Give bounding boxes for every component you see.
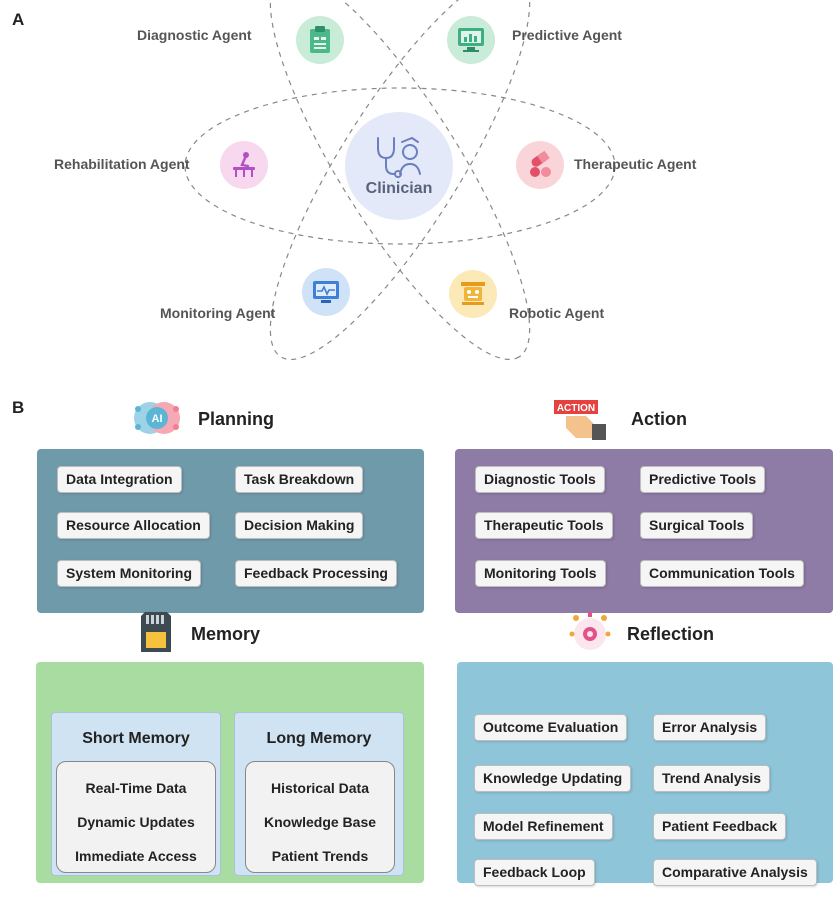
planning-item: Task Breakdown — [235, 466, 364, 493]
rehab-icon — [233, 152, 255, 177]
robotic-agent-node — [449, 270, 497, 318]
pills-icon — [530, 150, 551, 177]
monitoring-agent-label: Monitoring Agent — [160, 305, 276, 321]
long-memory-list: Historical Data Knowledge Base Patient T… — [245, 761, 395, 873]
action-item: Diagnostic Tools — [475, 466, 605, 493]
action-box: Diagnostic Tools Predictive Tools Therap… — [455, 449, 833, 613]
orbit-ellipse-horizontal — [184, 87, 616, 245]
planning-item: Feedback Processing — [235, 560, 397, 587]
long-memory-panel: Long Memory Historical Data Knowledge Ba… — [234, 712, 404, 876]
monitoring-agent-node — [302, 268, 350, 316]
action-icon-text: ACTION — [557, 403, 595, 414]
clinician-node: Clinician — [345, 112, 453, 220]
action-item: Communication Tools — [640, 560, 804, 587]
planning-item: System Monitoring — [57, 560, 202, 587]
diagnostic-agent-node — [296, 16, 344, 64]
reflection-item: Knowledge Updating — [474, 765, 632, 792]
clipboard-icon — [310, 26, 330, 53]
reflection-item: Trend Analysis — [653, 765, 771, 792]
short-memory-panel: Short Memory Real-Time Data Dynamic Upda… — [51, 712, 221, 876]
ai-brain-icon: AI — [134, 402, 180, 434]
therapeutic-agent-label: Therapeutic Agent — [574, 156, 697, 172]
reflection-title: Reflection — [627, 624, 715, 644]
long-memory-item: Knowledge Base — [263, 814, 377, 830]
orbit-ellipse-diagonal-left — [269, 0, 531, 360]
diagnostic-agent-label: Diagnostic Agent — [137, 27, 252, 43]
predictive-agent-label: Predictive Agent — [512, 27, 622, 43]
short-memory-item: Dynamic Updates — [77, 814, 195, 830]
action-item: Predictive Tools — [640, 466, 766, 493]
reflection-item: Feedback Loop — [474, 859, 595, 886]
short-memory-item: Immediate Access — [75, 848, 197, 864]
rehabilitation-agent-node — [220, 141, 268, 189]
action-item: Therapeutic Tools — [475, 512, 613, 539]
short-memory-title: Short Memory — [82, 730, 190, 747]
long-memory-item: Patient Trends — [271, 848, 369, 864]
panel-a-letter: A — [12, 10, 25, 29]
reflection-item: Outcome Evaluation — [474, 714, 628, 741]
action-item: Surgical Tools — [640, 512, 754, 539]
svg-text:AI: AI — [152, 413, 163, 425]
robot-icon — [461, 282, 485, 305]
predictive-agent-node — [447, 16, 495, 64]
reflection-gear-icon — [569, 612, 611, 650]
action-title: Action — [631, 409, 687, 429]
panel-b-letter: B — [12, 398, 25, 417]
planning-box: Data Integration Task Breakdown Resource… — [37, 449, 424, 613]
short-memory-item: Real-Time Data — [85, 780, 187, 796]
reflection-item: Error Analysis — [653, 714, 767, 741]
planning-title: Planning — [198, 409, 274, 429]
reflection-item: Comparative Analysis — [653, 859, 817, 886]
action-hand-icon: ACTION — [554, 400, 606, 440]
short-memory-list: Real-Time Data Dynamic Updates Immediate… — [56, 761, 216, 873]
planning-item: Resource Allocation — [57, 512, 210, 539]
planning-item: Data Integration — [57, 466, 182, 493]
clinician-stethoscope-icon — [377, 136, 421, 178]
clinician-label: Clinician — [365, 180, 433, 197]
monitor-icon — [313, 281, 339, 303]
monitor-chart-icon — [458, 28, 484, 52]
therapeutic-agent-node — [516, 141, 564, 189]
memory-box: Short Memory Real-Time Data Dynamic Upda… — [36, 662, 424, 883]
robotic-agent-label: Robotic Agent — [509, 305, 605, 321]
memory-title: Memory — [191, 624, 261, 644]
long-memory-title: Long Memory — [266, 730, 372, 747]
orbit-ellipse-diagonal-right — [269, 0, 531, 360]
reflection-item: Patient Feedback — [653, 813, 787, 840]
planning-item: Decision Making — [235, 512, 364, 539]
long-memory-item: Historical Data — [270, 780, 370, 796]
sd-card-icon — [141, 612, 171, 652]
agent-orbit-diagram — [184, 0, 616, 360]
reflection-box: Outcome Evaluation Error Analysis Knowle… — [457, 662, 833, 886]
rehabilitation-agent-label: Rehabilitation Agent — [54, 156, 190, 172]
action-item: Monitoring Tools — [475, 560, 606, 587]
reflection-item: Model Refinement — [474, 813, 613, 840]
